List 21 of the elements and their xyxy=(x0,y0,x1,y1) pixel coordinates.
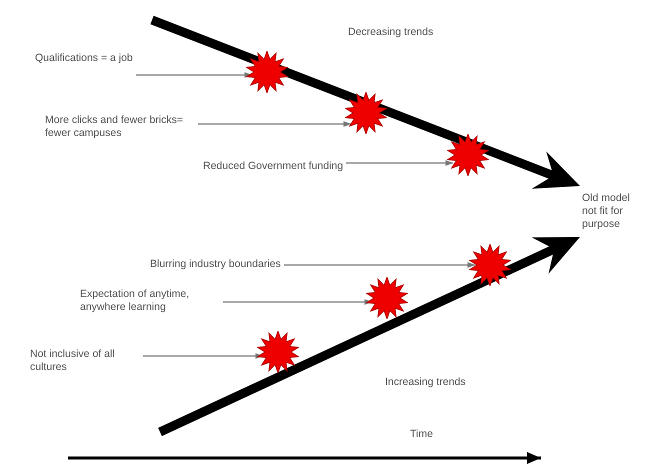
starburst xyxy=(469,244,511,286)
leader-arrow xyxy=(198,121,352,127)
leader-arrow xyxy=(284,262,476,268)
trend-heading: Increasing trends xyxy=(385,376,466,389)
trend-label: Qualifications = a job xyxy=(35,52,133,65)
trend-label: Reduced Government funding xyxy=(203,160,344,173)
starburst xyxy=(345,92,387,134)
starburst xyxy=(257,331,299,373)
trend-label: Expectation of anytime, anywhere learning xyxy=(80,288,220,314)
trend-label: Blurring industry boundaries xyxy=(150,258,281,271)
trend-label: More clicks and fewer bricks= fewer campuses xyxy=(45,114,195,140)
starburst xyxy=(447,134,489,176)
trend-arrow xyxy=(158,237,580,436)
leader-arrow xyxy=(136,72,252,78)
trend-label: Not inclusive of all cultures xyxy=(30,348,140,374)
leader-arrow xyxy=(346,160,454,166)
starburst xyxy=(246,51,288,93)
trend-label: Old model not fit for purpose xyxy=(582,192,644,231)
starburst xyxy=(366,277,408,319)
trend-heading: Decreasing trends xyxy=(348,26,434,39)
axis-label: Time xyxy=(410,428,433,441)
